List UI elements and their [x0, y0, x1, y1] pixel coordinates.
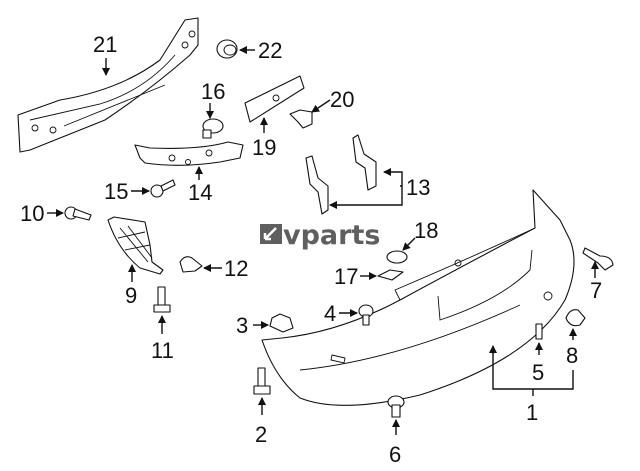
retainer-part[interactable] [387, 395, 405, 418]
callout-22[interactable]: 22 [258, 38, 282, 63]
callout-16[interactable]: 16 [201, 79, 225, 104]
leader-18 [402, 237, 416, 251]
retainer-clip-part[interactable] [289, 109, 313, 129]
nut-clip-part[interactable] [179, 256, 203, 273]
callout-14[interactable]: 14 [188, 180, 212, 205]
license-bracket-part[interactable] [244, 75, 305, 123]
sensor-holder-part[interactable] [565, 309, 586, 327]
push-pin-part[interactable] [358, 304, 374, 326]
callout-2[interactable]: 2 [255, 422, 267, 447]
callout-20[interactable]: 20 [330, 87, 354, 112]
grommet-part-16[interactable] [202, 118, 224, 139]
callout-17[interactable]: 17 [334, 264, 358, 289]
watermark-text: vparts [283, 220, 380, 251]
callout-19[interactable]: 19 [252, 135, 276, 160]
callout-9[interactable]: 9 [125, 283, 137, 308]
callout-3[interactable]: 3 [236, 313, 248, 338]
leader-20 [311, 99, 331, 113]
reinforcement-bar-part[interactable] [17, 17, 199, 153]
leader-13b [383, 168, 403, 186]
callout-15[interactable]: 15 [104, 179, 128, 204]
side-supports-part[interactable] [305, 134, 377, 215]
callout-6[interactable]: 6 [389, 442, 401, 467]
energy-absorber-part[interactable] [134, 141, 244, 166]
reflector-pad-part[interactable] [377, 269, 404, 281]
label-part[interactable] [535, 323, 543, 340]
callout-12[interactable]: 12 [224, 256, 248, 281]
callout-8[interactable]: 8 [566, 343, 578, 368]
callout-5[interactable]: 5 [532, 360, 544, 385]
callout-13[interactable]: 13 [406, 175, 430, 200]
callout-4[interactable]: 4 [324, 301, 336, 326]
bolt-part-11[interactable] [153, 286, 171, 313]
callout-7[interactable]: 7 [590, 278, 602, 303]
bolt-part-10[interactable] [64, 206, 92, 221]
callout-10[interactable]: 10 [20, 201, 44, 226]
leader-13a [329, 185, 403, 209]
callout-21[interactable]: 21 [93, 32, 117, 57]
cap-part[interactable] [386, 250, 408, 264]
nut-part-22[interactable] [216, 39, 238, 59]
bolt-part-2[interactable] [253, 367, 271, 395]
side-bolt-part[interactable] [582, 247, 614, 271]
bolt-part-15[interactable] [150, 179, 176, 198]
side-bracket-part[interactable] [107, 216, 164, 275]
clip-part[interactable] [269, 313, 294, 333]
callout-1[interactable]: 1 [526, 400, 538, 425]
callout-18[interactable]: 18 [414, 218, 438, 243]
watermark-logo: vparts [260, 220, 380, 251]
callout-11[interactable]: 11 [151, 338, 174, 363]
